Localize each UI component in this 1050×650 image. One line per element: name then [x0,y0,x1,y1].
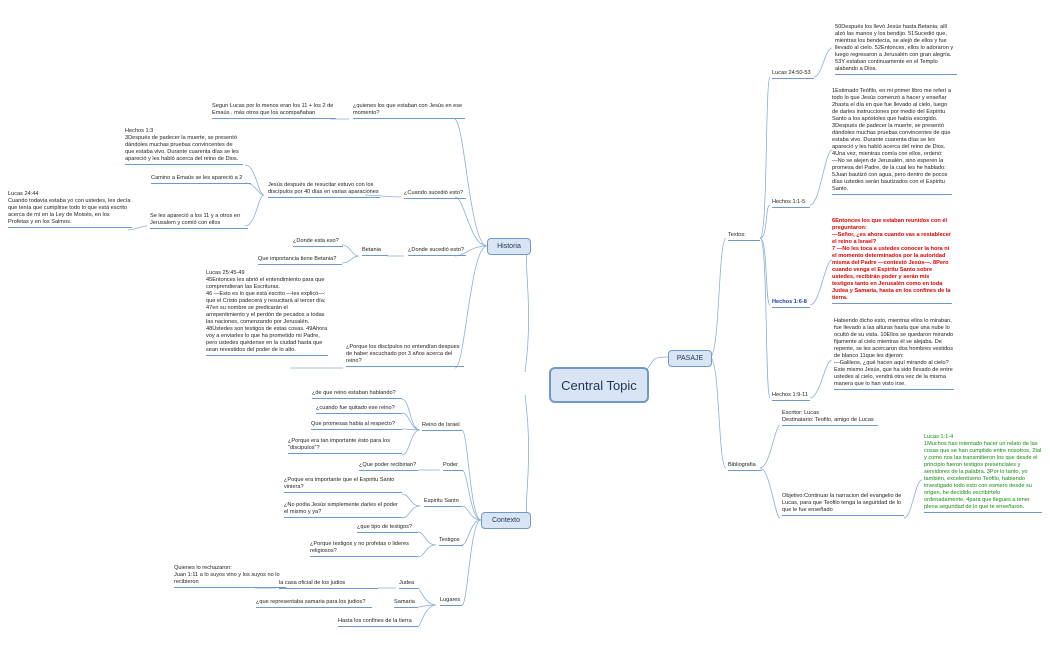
topic-pasaje[interactable]: PASAJE [668,350,712,367]
topic-contexto[interactable]: Contexto [481,512,531,529]
pasaje-lucas-1-1[interactable]: Lucas 1:1-4 1Muchos han intentado hacer … [924,434,1042,513]
contexto-reino-q4[interactable]: ¿Porque era tan importante ésto para los… [288,438,402,454]
pasaje-bibliografia[interactable]: Bibliografia [728,462,762,471]
pasaje-lucas-24-50-ref[interactable]: Lucas 24:50-53 [772,70,814,79]
historia-camino-emaus[interactable]: Camino a Emaús se les apareció a 2 [151,175,251,184]
pasaje-hechos-1-6-ref[interactable]: Hechos 1:6-8 [772,299,810,308]
contexto-reino-q1[interactable]: ¿de que reino estaban hablando? [312,390,402,399]
contexto-reino-q2[interactable]: ¿cuando fue quitado ese reino? [316,405,402,414]
contexto-poder[interactable]: Poder [443,462,463,471]
historia-question-cuando[interactable]: ¿Cuando sucedió esto? [404,190,466,199]
contexto-espiritu-q1[interactable]: ¿Poque era importante que el Espiritu Sa… [284,477,402,493]
historia-cuarenta-dias[interactable]: Jesús después de resucitar estuvo con lo… [268,182,380,198]
pasaje-hechos-1-6-text[interactable]: 6Entonces los que estaban reunidos con é… [832,218,952,304]
contexto-poder-q[interactable]: ¿Que poder recibirian? [359,462,418,471]
contexto-samaria-q[interactable]: ¿que representaba samaria para los judio… [256,599,372,608]
historia-lucas-25-45[interactable]: Lucas 25:45-49 45Entonces les abrió el e… [206,270,328,356]
historia-question-donde[interactable]: ¿Donde sucedió esto? [408,247,466,256]
pasaje-hechos-1-9-ref[interactable]: Hechos 1:9-11 [772,392,810,401]
historia-answer-quienes[interactable]: Segun Lucas por lo menos eran los 11 + l… [212,103,336,119]
contexto-espiritu-santo[interactable]: Espiritu Santo [424,498,462,507]
contexto-confines[interactable]: Hasta los confines de la tierra [338,618,418,627]
contexto-reino-israel[interactable]: Reino de Israel [422,422,462,431]
historia-donde-esta[interactable]: ¿Donde esta eso? [293,238,343,247]
historia-jerusalem[interactable]: Se les apareció a los 11 y a otros en Je… [150,213,248,229]
pasaje-escritor[interactable]: Escritor: Lucas Destinatario: Teofilo, a… [782,410,878,426]
pasaje-hechos-1-9-text[interactable]: Habiendo dicho esto, mientras ellos lo m… [834,318,954,390]
contexto-lugares[interactable]: Lugares [440,597,462,606]
contexto-reino-q3[interactable]: Que promesas habia al respecto? [311,421,402,430]
historia-lucas-24-44[interactable]: Lucas 24:44 Cuando todavía estaba yo con… [8,191,132,228]
topic-historia[interactable]: Historia [487,238,531,255]
contexto-testigos[interactable]: Testigos [439,537,463,546]
pasaje-objetivo[interactable]: Objetivo:Continuar la narracion del evan… [782,493,904,516]
contexto-testigos-q1[interactable]: ¿que tipo de testigos? [357,524,418,533]
historia-question-quienes[interactable]: ¿quienes los que estaban con Jesús en es… [353,103,465,119]
contexto-judea[interactable]: Judea [399,580,418,589]
historia-hechos-1-3[interactable]: Hechos 1:3 3Después de padecer la muerte… [125,128,243,165]
historia-question-porque[interactable]: ¿Porque los discípulos no entendían desp… [346,344,464,367]
pasaje-textos[interactable]: Textos: [728,232,760,241]
contexto-rechazaron[interactable]: Quienes lo rechazaron: Juan 1:11 a lo su… [174,565,286,588]
contexto-judea-q[interactable]: la casa oficial de los judios [279,580,378,589]
historia-importancia-betania[interactable]: Que importancia tiene Betania? [258,256,342,265]
pasaje-lucas-24-50-text[interactable]: 50Después los llevó Jesús hasta Betania;… [835,24,957,75]
historia-betania[interactable]: Betania [362,247,388,256]
contexto-testigos-q2[interactable]: ¿Porque testigos y no profetas o lideres… [310,541,418,557]
pasaje-hechos-1-1-ref[interactable]: Hechos 1:1-5 [772,199,810,208]
central-topic[interactable]: Central Topic [549,367,649,403]
pasaje-hechos-1-1-text[interactable]: 1Estimado Teófilo, en mi primer libro me… [832,88,952,195]
contexto-espiritu-q2[interactable]: ¿No podia Jesús simplemente darles el po… [284,502,402,518]
contexto-samaria[interactable]: Samaria [394,599,418,608]
